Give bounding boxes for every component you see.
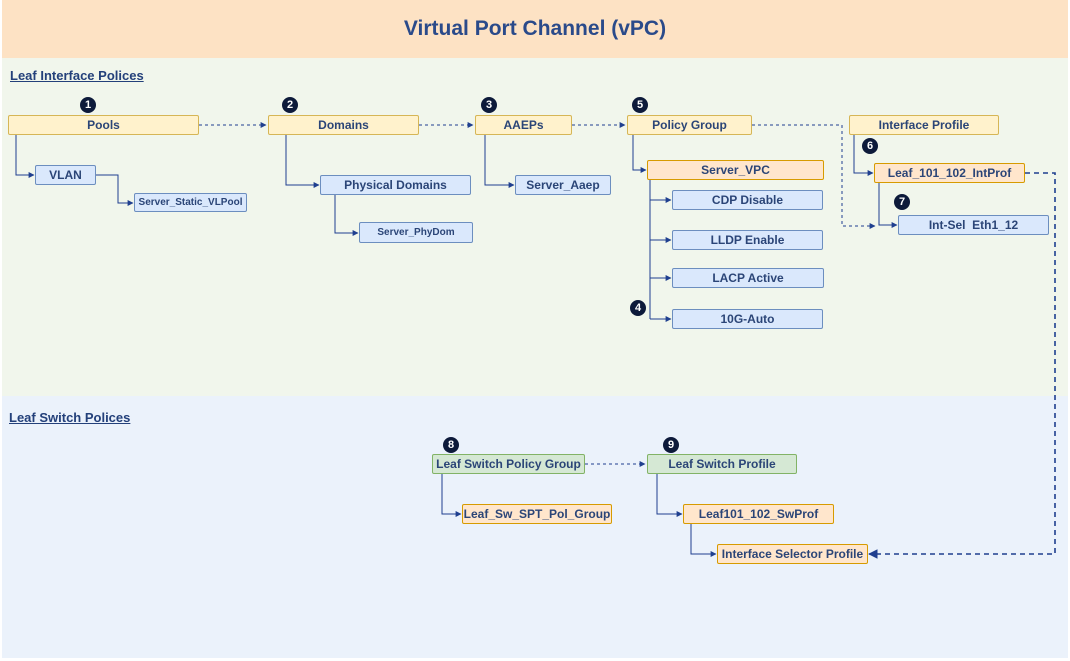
aaeps-node: AAEPs [475,115,572,135]
int-sel-eth1-12-node: Int-Sel Eth1_12 [898,215,1049,235]
domains-node: Domains [268,115,419,135]
server-static-vlpool-node: Server_Static_VLPool [134,193,247,212]
step-9-badge: 9 [663,437,679,453]
leaf-switch-label: Leaf Switch Polices [9,410,131,425]
leaf-switch-profile-node: Leaf Switch Profile [647,454,797,474]
leaf-switch-policy-group-node: Leaf Switch Policy Group [432,454,585,474]
lldp-enable-node: LLDP Enable [672,230,823,250]
leaf-switch-section [2,396,1068,658]
step-2-badge: 2 [282,97,298,113]
pools-node: Pools [8,115,199,135]
leaf-interface-label: Leaf Interface Polices [10,68,144,83]
cdp-disable-node: CDP Disable [672,190,823,210]
server-vpc-node: Server_VPC [647,160,824,180]
speed-10g-auto-node: 10G-Auto [672,309,823,329]
physical-domains-node: Physical Domains [320,175,471,195]
step-4-badge: 4 [630,300,646,316]
step-7-badge: 7 [894,194,910,210]
lacp-active-node: LACP Active [672,268,824,288]
step-6-badge: 6 [862,138,878,154]
vlan-node: VLAN [35,165,96,185]
step-3-badge: 3 [481,97,497,113]
page-title: Virtual Port Channel (vPC) [403,17,667,40]
leaf-interface-section [2,58,1068,396]
leaf-swprof-node: Leaf101_102_SwProf [683,504,834,524]
step-8-badge: 8 [443,437,459,453]
leaf-intprof-node: Leaf_101_102_IntProf [874,163,1025,183]
leaf-sw-spt-pol-group-node: Leaf_Sw_SPT_Pol_Group [462,504,612,524]
step-1-badge: 1 [80,97,96,113]
policy-group-node: Policy Group [627,115,752,135]
server-phydom-node: Server_PhyDom [359,222,473,243]
interface-profile-node: Interface Profile [849,115,999,135]
interface-selector-profile-node: Interface Selector Profile [717,544,868,564]
step-5-badge: 5 [632,97,648,113]
header-banner: Virtual Port Channel (vPC) [2,0,1068,58]
server-aaep-node: Server_Aaep [515,175,611,195]
